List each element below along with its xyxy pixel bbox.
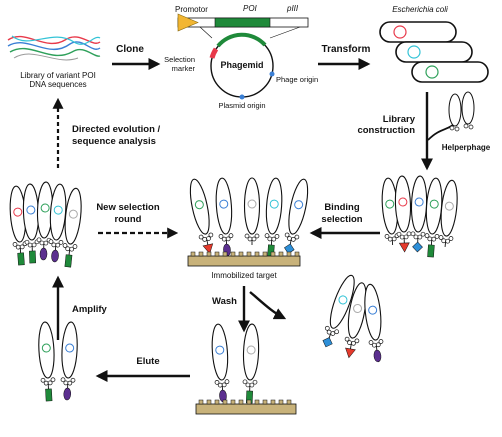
selection-marker-label: Selection xyxy=(164,55,195,64)
phage-particle xyxy=(38,321,56,402)
immobilized-target-label: Immobilized target xyxy=(211,271,277,280)
helperphage-label: Helperphage xyxy=(442,143,491,152)
phage-particle xyxy=(424,177,443,258)
helperphage-icon xyxy=(448,91,475,132)
selection-marker-label-2: marker xyxy=(172,64,196,73)
promotor-arrow-icon xyxy=(177,13,199,32)
target-surfaces xyxy=(187,251,301,415)
ecoli-label: Escherichia coli xyxy=(392,5,448,14)
new-selection-label: New selection xyxy=(96,202,160,213)
phage-particle xyxy=(394,175,412,253)
directed-evolution-label-2: sequence analysis xyxy=(72,136,156,147)
amplify-label: Amplify xyxy=(72,304,108,315)
library-label-2: DNA sequences xyxy=(29,80,86,89)
phage-particles xyxy=(9,175,458,404)
promotor-label: Promotor xyxy=(175,5,208,14)
dna-library xyxy=(7,35,101,61)
target-surface xyxy=(195,399,297,415)
phage-particle xyxy=(242,323,260,404)
phagemid-label: Phagemid xyxy=(220,60,263,70)
phage-particle xyxy=(322,274,355,348)
ecoli-cells xyxy=(379,21,489,83)
binding-label: Binding xyxy=(324,202,360,213)
phage-particle xyxy=(264,177,283,258)
transform-label: Transform xyxy=(322,44,371,55)
phage-particle xyxy=(381,177,400,246)
plasmid-origin-label: Plasmid origin xyxy=(218,101,265,110)
piii-label: pIII xyxy=(286,4,299,13)
phage-particle xyxy=(36,181,54,261)
directed-evolution-label: Directed evolution / xyxy=(72,124,161,135)
phage-particle xyxy=(438,179,458,247)
elute-label: Elute xyxy=(136,356,159,367)
phage-particle xyxy=(189,178,214,255)
phage-particle xyxy=(62,187,82,268)
library-label: Library of variant POI xyxy=(20,71,96,80)
target-surface xyxy=(187,251,301,267)
wash-away-arrow xyxy=(249,291,287,320)
phage-particle xyxy=(410,175,428,253)
library-construction-label: Library xyxy=(383,114,416,125)
phage-particle xyxy=(243,177,261,245)
clone-label: Clone xyxy=(116,44,144,55)
phage-particle xyxy=(284,178,309,254)
phage-particle xyxy=(48,183,67,263)
new-selection-label-2: round xyxy=(115,214,142,225)
phage-particle xyxy=(215,177,234,257)
wash-label: Wash xyxy=(212,296,237,307)
phagemid-construct: Promotor POI pIII Phagemid Selection mar… xyxy=(164,4,318,110)
phage-particle xyxy=(60,321,78,401)
phage-particle xyxy=(22,183,40,264)
phage-particle xyxy=(364,283,384,363)
poi-label: POI xyxy=(243,4,258,13)
phage-origin-label: Phage origin xyxy=(276,75,318,84)
binding-label-2: selection xyxy=(321,214,362,225)
library-construction-label-2: construction xyxy=(357,125,415,136)
phage-particle xyxy=(211,323,230,403)
poi-gene-box xyxy=(214,17,271,28)
phage-particle xyxy=(344,282,367,359)
